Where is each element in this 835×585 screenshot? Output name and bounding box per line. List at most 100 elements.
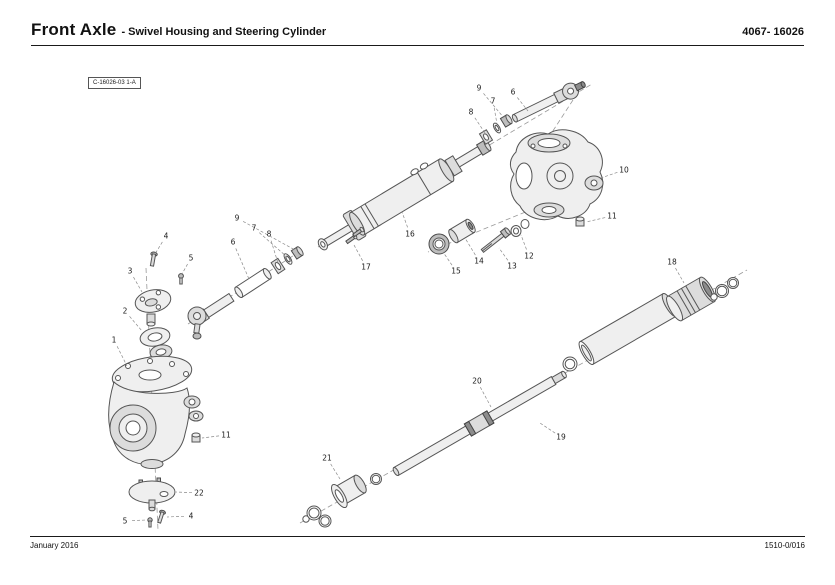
callout-leader-5 [181, 263, 188, 275]
part-11-plug-right [575, 216, 585, 227]
part-21-rod-gland [331, 474, 367, 509]
o-ring-mid [562, 356, 578, 372]
part-2-seal-and-bearing [139, 327, 173, 360]
part-callout-10: 10 [619, 166, 629, 175]
assembly-part-number: 4067- 16026 [742, 26, 804, 38]
page-footer: January 2016 1510-0/016 [30, 536, 805, 550]
part-callout-20: 20 [472, 377, 482, 386]
part-callout-18: 18 [667, 258, 677, 267]
page-title: Front Axle [31, 20, 117, 39]
part-6-tie-rod-sleeve [234, 268, 272, 298]
part-4-bolt-bottom [157, 509, 166, 524]
part-callout-11: 11 [607, 212, 617, 221]
part-callout-15: 15 [451, 267, 461, 276]
callout-leader-7 [259, 232, 288, 258]
callout-leader-22 [175, 491, 193, 494]
part-callout-22: 22 [194, 489, 204, 498]
part-15-seal-ring [428, 233, 450, 255]
callout-leader-14 [464, 237, 476, 256]
part-5-fitting-top [178, 273, 184, 285]
callout-leader-15 [442, 251, 453, 266]
part-callout-11: 11 [221, 431, 231, 440]
callout-leader-4 [166, 515, 185, 518]
part-22-steering-arm [128, 477, 176, 512]
part-callout-12: 12 [524, 252, 534, 261]
part-12-washers [510, 219, 530, 237]
part-callout-6: 6 [231, 238, 236, 247]
part-6-tie-rod-upper [511, 81, 586, 123]
figure-ref-box: C-16026-03 1-A [88, 77, 141, 89]
callout-leader-20 [480, 386, 492, 408]
header-rule [31, 45, 804, 46]
callout-leader-13 [498, 247, 509, 261]
callout-leader-18 [675, 267, 685, 284]
callout-leader-6 [235, 248, 250, 280]
callout-leader-19 [539, 422, 556, 434]
callout-leader-3 [133, 276, 143, 293]
callout-leader-9 [483, 93, 505, 119]
callout-leader-7 [493, 107, 498, 125]
part-callout-7: 7 [491, 97, 496, 106]
part-3-kingpin-cap [134, 289, 172, 327]
callout-leader-17 [353, 244, 363, 262]
part-callout-4: 4 [164, 232, 169, 241]
part-9-nut-lower [290, 246, 304, 260]
page-header: Front Axle - Swivel Housing and Steering… [31, 20, 804, 46]
part-callout-17: 17 [361, 263, 371, 272]
callout-leader-2 [129, 316, 143, 332]
part-callout-5: 5 [123, 517, 128, 526]
part-callout-5: 5 [189, 254, 194, 263]
part-1-swivel-knuckle [108, 355, 204, 469]
part-callout-2: 2 [123, 307, 128, 316]
part-callout-21: 21 [322, 454, 332, 463]
seal-rings-bottom [302, 505, 332, 528]
part-callout-8: 8 [267, 230, 272, 239]
part-callout-14: 14 [474, 257, 484, 266]
footer-date: January 2016 [30, 541, 79, 550]
title-row: Front Axle - Swivel Housing and Steering… [31, 20, 804, 40]
o-ring-gland [370, 473, 382, 485]
part-callout-8: 8 [469, 108, 474, 117]
part-callout-7: 7 [252, 224, 257, 233]
part-11-plug-left [191, 432, 201, 443]
callout-leader-8 [474, 117, 486, 134]
part-callout-3: 3 [128, 267, 133, 276]
figure-ref-code: C-16026-03 1-A [93, 80, 136, 86]
part-14-bushing [448, 218, 476, 244]
part-callout-19: 19 [556, 433, 566, 442]
callout-leader-8 [270, 240, 279, 264]
seal-rings-right [710, 277, 739, 301]
part-5-fitting-bottom [147, 517, 153, 528]
footer-page-code: 1510-0/016 [764, 541, 805, 550]
part-8-clamp-upper [478, 129, 494, 145]
callout-leader-4 [154, 241, 163, 255]
callout-leader-10 [600, 171, 618, 179]
part-20-piston-rod [392, 370, 567, 477]
part-callout-1: 1 [112, 336, 117, 345]
callout-leader-1 [116, 346, 128, 367]
part-callout-9: 9 [235, 214, 240, 223]
callout-leader-11 [201, 435, 220, 439]
part-callout-6: 6 [511, 88, 516, 97]
part-13-bolt [480, 227, 511, 253]
page-subtitle: - Swivel Housing and Steering Cylinder [121, 26, 327, 38]
part-callout-4: 4 [189, 512, 194, 521]
part-8-clamp-lower [270, 257, 286, 275]
part-callout-9: 9 [477, 84, 482, 93]
part-tie-rod-end-lower [187, 292, 235, 340]
callout-leader-11 [585, 217, 606, 223]
part-7-washer-upper [492, 122, 502, 134]
callout-leader-5 [131, 519, 147, 522]
callout-leader-21 [330, 463, 341, 480]
callout-leader-16 [401, 211, 408, 228]
callout-leader-12 [520, 234, 527, 250]
part-9-nut-upper [499, 114, 513, 128]
part-callout-13: 13 [507, 262, 517, 271]
part-17-screws [345, 226, 365, 245]
callout-leader-6 [517, 97, 529, 112]
part-callout-16: 16 [405, 230, 415, 239]
